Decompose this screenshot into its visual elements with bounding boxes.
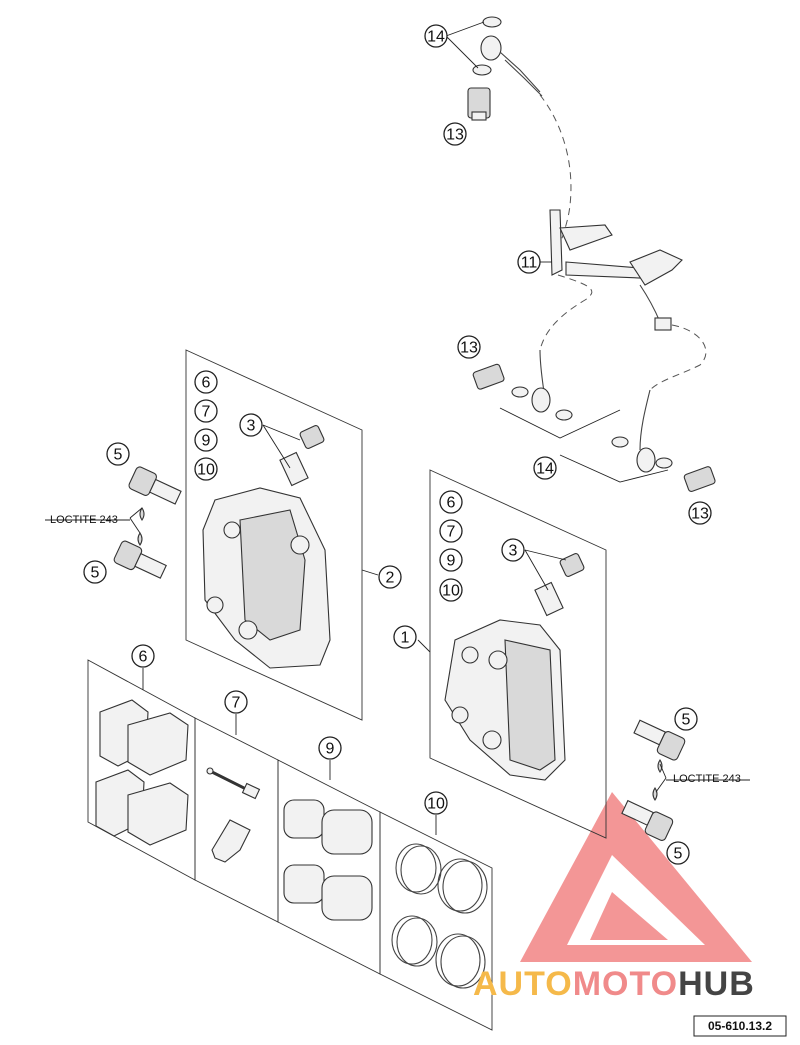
callout-1: 1 — [393, 625, 417, 649]
right-mounting-bolts — [621, 719, 686, 841]
svg-text:9: 9 — [326, 741, 335, 758]
panel-pins — [194, 717, 279, 923]
reference-code: 05-610.13.2 — [708, 1019, 772, 1033]
leader-lines — [45, 21, 750, 835]
spare-parts-kits — [87, 659, 493, 1031]
svg-text:1: 1 — [401, 630, 410, 647]
svg-text:5: 5 — [674, 846, 683, 863]
callout-14-top: 14 — [424, 24, 448, 48]
left-mounting-bolts — [113, 466, 182, 579]
washer-top-lower — [472, 64, 492, 76]
banjo-fitting-top — [480, 35, 502, 61]
callout-13-left: 13 — [457, 335, 481, 359]
callout-10-left: 10 — [194, 457, 218, 481]
callout-3-right: 3 — [501, 538, 525, 562]
svg-text:9: 9 — [202, 433, 211, 450]
banjo-fitting-left — [531, 387, 551, 413]
callout-7-right: 7 — [439, 519, 463, 543]
piston-seals — [391, 843, 488, 989]
svg-text:5: 5 — [682, 712, 691, 729]
callout-5-right-top: 5 — [674, 707, 698, 731]
callout-10-right: 10 — [439, 578, 463, 602]
callout-9-right: 9 — [439, 548, 463, 572]
banjo-bolt-right — [683, 466, 716, 493]
svg-text:7: 7 — [202, 404, 211, 421]
callout-2: 2 — [378, 565, 402, 589]
callout-7-left: 7 — [194, 399, 218, 423]
washer-top-upper — [482, 16, 502, 28]
loctite-note-left: LOCTITE 243 — [50, 514, 118, 526]
left-caliper-panel — [185, 349, 363, 721]
banjo-fitting-right — [636, 447, 656, 473]
callout-5-left-top: 5 — [106, 442, 130, 466]
callout-6-kit: 6 — [131, 644, 155, 668]
watermark-triangle-outer — [520, 792, 752, 962]
callout-10-kit: 10 — [424, 791, 448, 815]
callout-5-left-bottom: 5 — [83, 560, 107, 584]
lower-brake-lines — [472, 349, 716, 493]
watermark-logo — [520, 792, 752, 962]
upper-brake-line — [467, 16, 572, 256]
svg-text:5: 5 — [114, 447, 123, 464]
svg-text:10: 10 — [427, 796, 445, 813]
svg-text:7: 7 — [447, 524, 456, 541]
callout-9-left: 9 — [194, 428, 218, 452]
callout-7-kit: 7 — [224, 690, 248, 714]
svg-text:13: 13 — [446, 127, 464, 144]
callout-6-right: 6 — [439, 490, 463, 514]
banjo-bolt-left — [472, 363, 505, 390]
callout-5-right-bottom: 5 — [666, 841, 690, 865]
watermark-text: AUTOMOTOHUB — [473, 965, 755, 1003]
svg-text:11: 11 — [521, 255, 538, 272]
svg-text:10: 10 — [442, 583, 460, 600]
right-caliper — [444, 553, 585, 781]
panel-seals — [379, 811, 493, 1031]
hose-top-section — [539, 94, 572, 256]
svg-text:6: 6 — [202, 375, 211, 392]
loctite-note-right: LOCTITE 243 — [673, 773, 741, 785]
callout-6-left: 6 — [194, 370, 218, 394]
callout-13-top: 13 — [443, 122, 467, 146]
watermark-triangle-core — [590, 892, 668, 940]
svg-text:14: 14 — [427, 29, 445, 46]
hose-distributor — [539, 209, 707, 391]
svg-text:2: 2 — [386, 570, 395, 587]
svg-text:3: 3 — [247, 418, 256, 435]
right-caliper-panel — [429, 469, 607, 839]
svg-text:14: 14 — [536, 461, 554, 478]
caliper-pistons — [283, 799, 373, 921]
svg-text:5: 5 — [91, 565, 100, 582]
svg-text:13: 13 — [691, 506, 709, 523]
svg-text:9: 9 — [447, 553, 456, 570]
svg-text:7: 7 — [232, 695, 241, 712]
svg-text:10: 10 — [197, 462, 215, 479]
pad-pin-and-spring — [206, 767, 261, 863]
svg-text:6: 6 — [139, 649, 148, 666]
callout-14-mid: 14 — [533, 456, 557, 480]
callout-3-left: 3 — [239, 413, 263, 437]
brake-pads — [95, 699, 189, 846]
callout-11: 11 — [517, 250, 541, 274]
reference-code-box: 05-610.13.2 — [693, 1015, 787, 1037]
left-caliper — [202, 425, 331, 669]
hose-top-fitting — [499, 51, 541, 93]
callout-13-right: 13 — [688, 501, 712, 525]
svg-text:13: 13 — [460, 340, 478, 357]
callout-9-kit: 9 — [318, 736, 342, 760]
svg-text:6: 6 — [447, 495, 456, 512]
svg-text:3: 3 — [509, 543, 518, 560]
